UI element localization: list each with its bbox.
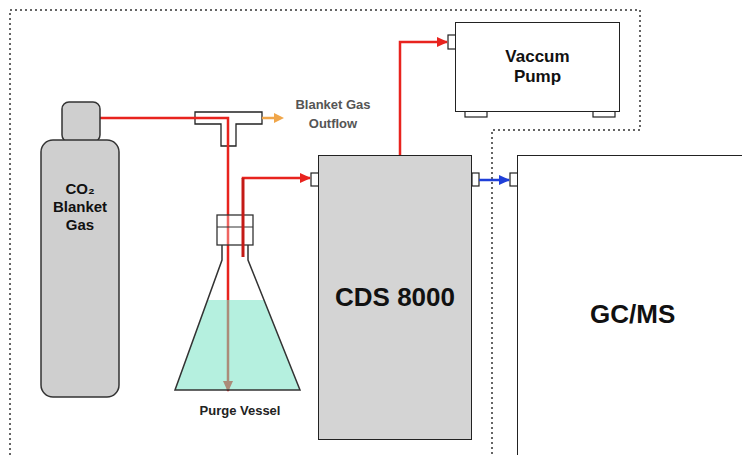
pump-box: Vaccum Pump (455, 22, 620, 112)
node-label: CO₂ Blanket Gas (45, 180, 115, 234)
node-label: CDS 8000 (335, 282, 455, 313)
gas-cylinder: CO₂ Blanket Gas (40, 100, 120, 398)
port (472, 173, 479, 186)
node-label: Vaccum Pump (493, 47, 583, 88)
flow-connector (400, 42, 447, 155)
cylinder-outline (40, 100, 120, 398)
thermal-desorber-box: CDS 8000 (318, 155, 472, 440)
node-label: GC/MS (590, 299, 675, 330)
instrument-box: GC/MS (517, 155, 742, 455)
outflow-arrowhead (274, 113, 284, 123)
node-label: Purge Vessel (170, 403, 310, 419)
outflow-label: Blanket Gas Outflow (287, 96, 379, 134)
flow-connector (243, 178, 310, 179)
purge-flask: Purge Vessel (170, 165, 310, 430)
outflow-line (262, 117, 276, 120)
flow-connector (479, 179, 509, 182)
flask-outline (170, 165, 310, 430)
